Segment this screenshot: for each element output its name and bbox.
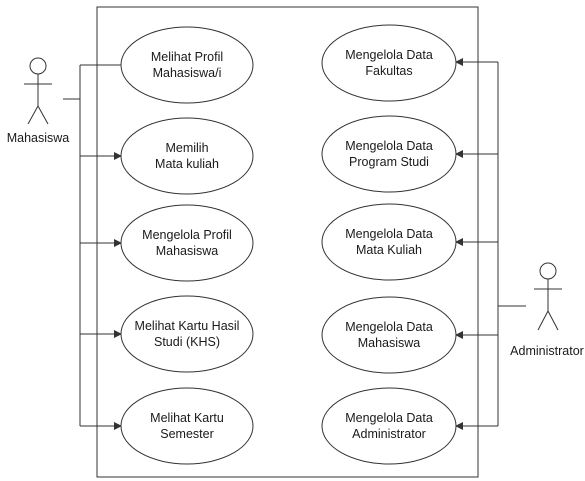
use-case-label-line-1: Memilih: [165, 141, 208, 155]
actor-mahasiswa[interactable]: Mahasiswa: [7, 57, 70, 145]
administrator-associations: [455, 58, 526, 430]
actor-administrator-label: Administrator: [510, 344, 584, 358]
use-case-label-line-2: Studi (KHS): [154, 335, 220, 349]
use-case-memilih-mata-kuliah[interactable]: Memilih Mata kuliah: [120, 117, 254, 195]
actor-mahasiswa-label: Mahasiswa: [7, 131, 70, 145]
use-case-ellipse: [120, 26, 254, 104]
actor-mahasiswa-right-leg: [37, 105, 49, 125]
use-case-label-line-2: Mahasiswa: [156, 244, 219, 258]
use-case-data-mata-kuliah[interactable]: Mengelola Data Mata Kuliah: [321, 203, 457, 281]
mahasiswa-associations: [63, 64, 124, 430]
use-case-label-line-2: Fakultas: [365, 64, 412, 78]
use-case-label-line-1: Mengelola Data: [345, 320, 433, 334]
use-case-ellipse: [120, 117, 254, 195]
use-case-ellipse: [321, 24, 457, 102]
use-case-label-line-1: Melihat Kartu Hasil: [135, 319, 240, 333]
use-case-mengelola-profil[interactable]: Mengelola Profil Mahasiswa: [120, 204, 254, 282]
use-case-melihat-profil[interactable]: Melihat Profil Mahasiswa/i: [120, 26, 254, 104]
use-case-ellipse: [120, 295, 254, 373]
use-case-label-line-2: Program Studi: [349, 155, 429, 169]
use-case-data-fakultas[interactable]: Mengelola Data Fakultas: [321, 24, 457, 102]
use-case-label-line-2: Mata Kuliah: [356, 243, 422, 257]
use-case-label-line-1: Mengelola Data: [345, 48, 433, 62]
use-case-label-line-1: Melihat Profil: [151, 50, 223, 64]
use-case-label-line-2: Mahasiswa/i: [153, 66, 222, 80]
use-case-label-line-1: Mengelola Data: [345, 139, 433, 153]
actor-administrator-head: [539, 262, 557, 280]
use-case-label-line-2: Mahasiswa: [358, 336, 421, 350]
use-case-label-line-1: Mengelola Data: [345, 227, 433, 241]
use-case-data-administrator[interactable]: Mengelola Data Administrator: [321, 387, 457, 465]
actor-administrator[interactable]: Administrator: [510, 262, 584, 358]
use-case-melihat-khs[interactable]: Melihat Kartu Hasil Studi (KHS): [120, 295, 254, 373]
use-case-ellipse: [321, 115, 457, 193]
use-case-label-line-2: Administrator: [352, 427, 426, 441]
use-case-data-program-studi[interactable]: Mengelola Data Program Studi: [321, 115, 457, 193]
use-case-ellipse: [120, 387, 254, 465]
use-case-label-line-1: Mengelola Data: [345, 411, 433, 425]
use-case-ellipse: [321, 296, 457, 374]
use-case-label-line-1: Melihat Kartu: [150, 411, 224, 425]
use-case-ellipse: [120, 204, 254, 282]
use-case-data-mahasiswa[interactable]: Mengelola Data Mahasiswa: [321, 296, 457, 374]
use-case-melihat-kartu-semester[interactable]: Melihat Kartu Semester: [120, 387, 254, 465]
use-case-ellipse: [321, 203, 457, 281]
actor-administrator-right-leg: [547, 310, 559, 331]
use-case-label-line-2: Mata kuliah: [155, 157, 219, 171]
use-case-label-line-1: Mengelola Profil: [142, 228, 232, 242]
use-case-ellipse: [321, 387, 457, 465]
actor-administrator-left-leg: [537, 310, 549, 331]
use-case-label-line-2: Semester: [160, 427, 214, 441]
actor-mahasiswa-left-leg: [27, 105, 39, 125]
actor-mahasiswa-head: [29, 57, 47, 75]
